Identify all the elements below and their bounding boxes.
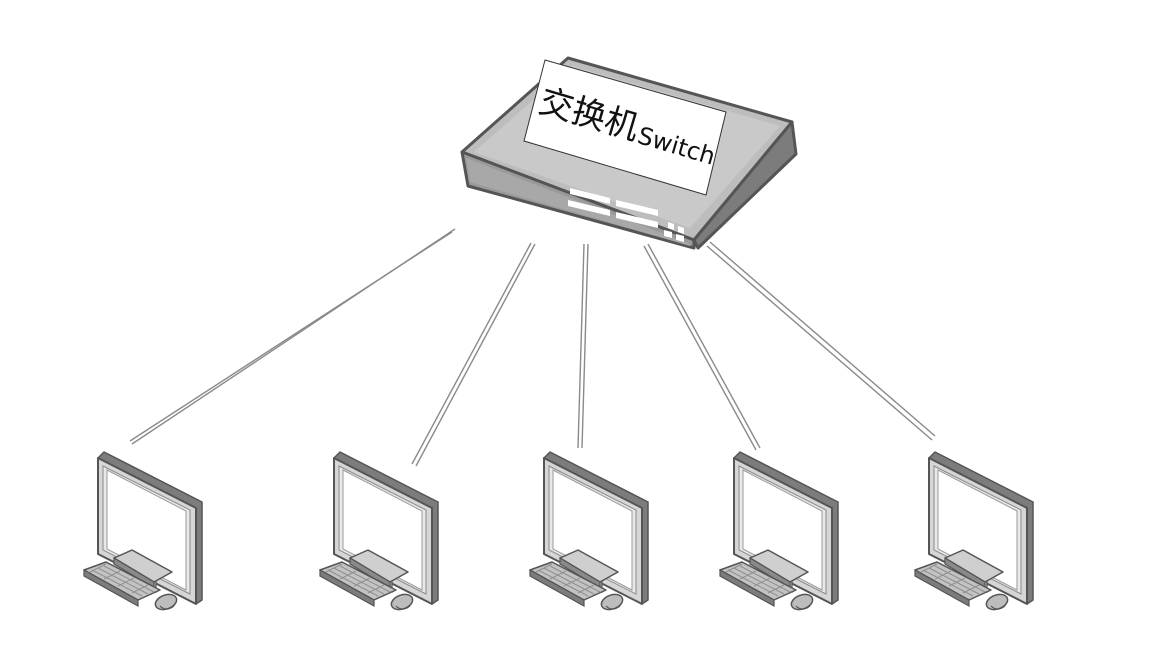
computer-monitor-icon [529, 451, 649, 614]
workstation-1 [83, 451, 203, 614]
switch-device: 交换机 Switch [460, 56, 798, 250]
port-3 [568, 200, 610, 216]
port-1 [570, 188, 610, 204]
port-led-4 [676, 234, 684, 242]
port-led-2 [678, 226, 684, 234]
cable-group [129, 228, 936, 467]
switch-ports [568, 188, 684, 242]
computer-monitor-icon [914, 451, 1034, 614]
switch-side-face [692, 120, 798, 250]
workstation-3 [529, 451, 649, 614]
port-led-3 [664, 230, 672, 238]
workstation-5 [914, 451, 1034, 614]
port-led-1 [668, 222, 674, 230]
cable-3 [577, 243, 589, 449]
cable-1 [129, 228, 456, 445]
cable-5 [706, 241, 936, 441]
port-2 [616, 200, 658, 216]
workstation-2 [319, 451, 439, 614]
computer-monitor-icon [719, 451, 839, 614]
computer-monitor-icon [319, 451, 439, 614]
cable-4 [643, 243, 761, 451]
cable-2 [411, 242, 536, 467]
workstation-4 [719, 451, 839, 614]
computer-monitor-icon [83, 451, 203, 614]
switch-label-card [523, 59, 727, 196]
port-4 [616, 212, 658, 228]
switch-front-panel [466, 158, 690, 246]
